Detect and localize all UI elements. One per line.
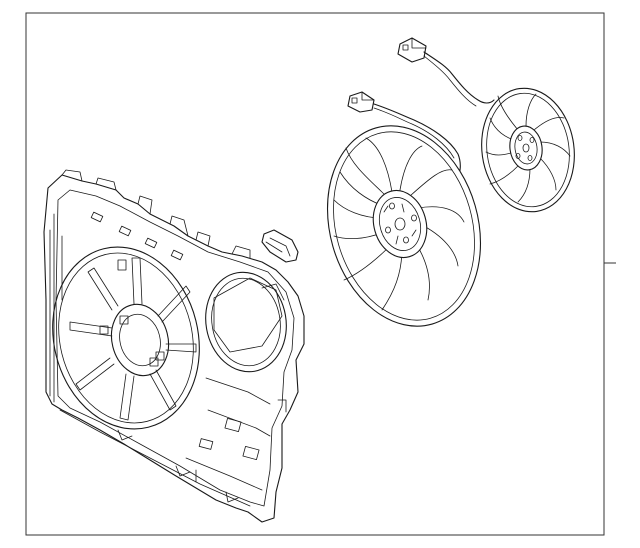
small-fan-motor-assembly bbox=[397, 37, 575, 213]
small-fan-wire bbox=[423, 51, 495, 104]
large-fan-motor-assembly bbox=[326, 91, 482, 327]
large-fan-wire bbox=[373, 103, 461, 181]
retaining-clip bbox=[261, 229, 299, 263]
diagram-frame bbox=[25, 12, 605, 536]
fan-shroud bbox=[43, 169, 305, 523]
